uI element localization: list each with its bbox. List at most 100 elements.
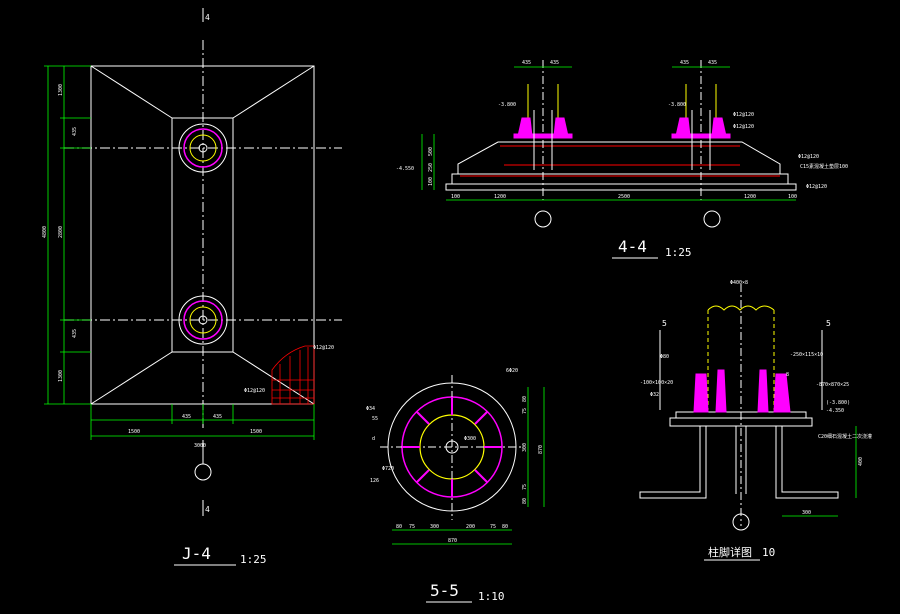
plan-dim-total-width: 3000 bbox=[194, 443, 206, 449]
plan-dim-left-1: 435 bbox=[72, 127, 78, 136]
sec55-label-4: Φ720 bbox=[382, 466, 394, 472]
sec44-bottom-3: 1200 bbox=[744, 194, 756, 200]
sec55-label-1: 55 bbox=[372, 416, 378, 422]
sec55-label-6: 126 bbox=[370, 478, 379, 484]
sec55-label-5: 6Φ20 bbox=[506, 368, 518, 374]
section-mark-bottom: 4 bbox=[205, 505, 210, 514]
plan-dim-bottom-0: 1500 bbox=[128, 429, 140, 435]
sec55-right-3: 75 bbox=[522, 484, 528, 490]
sec55-bottom-total: 870 bbox=[448, 538, 457, 544]
section-mark-left: 5 bbox=[662, 319, 667, 328]
column-break bbox=[707, 305, 775, 311]
sec44-elev-1: -3.800 bbox=[498, 102, 516, 108]
plan-dim-bottom-3: 1500 bbox=[250, 429, 262, 435]
sec44-bottom-2: 2500 bbox=[618, 194, 630, 200]
plan-dim-bottom-2: 435 bbox=[213, 414, 222, 420]
column-axis-bubble bbox=[732, 513, 750, 531]
grout-layer bbox=[669, 417, 813, 427]
column-base-title-block: 柱脚详图 10 bbox=[704, 545, 775, 561]
sec55-right-2: 300 bbox=[522, 443, 528, 452]
sec44-note-a: C15素混凝土垫层100 bbox=[800, 163, 848, 170]
column-base-view bbox=[639, 284, 839, 531]
column-note-right-3: (-3.800) bbox=[826, 400, 850, 406]
sec44-bottom-1: 1200 bbox=[494, 194, 506, 200]
plan-title-block: J-4 1:25 bbox=[174, 544, 267, 566]
sec55-bottom-4: 75 bbox=[490, 524, 496, 530]
column-dim-horizontal: 300 bbox=[802, 510, 811, 516]
sec44-elev-2: -3.800 bbox=[668, 102, 686, 108]
plan-dim-total-height: 4800 bbox=[42, 226, 48, 238]
section-44-stiffeners bbox=[513, 117, 731, 139]
sec44-left-0: 500 bbox=[428, 147, 434, 156]
section-55-dimensions bbox=[392, 387, 545, 545]
plan-dim-text: 4800 1300 435 2800 435 1300 1500 435 435… bbox=[42, 84, 334, 449]
column-note-right-1: -250×115×10 bbox=[790, 352, 823, 358]
sec44-top-left-0: 435 bbox=[522, 60, 531, 66]
plan-dimensions bbox=[44, 65, 315, 440]
section-44-bedding bbox=[445, 183, 797, 191]
plan-dim-bottom-1: 435 bbox=[182, 414, 191, 420]
sec44-left-2: 100 bbox=[428, 177, 434, 186]
column-note-label: 8 bbox=[786, 372, 789, 378]
plan-column-base-top bbox=[178, 123, 228, 173]
column-note-right-4: -4.350 bbox=[826, 408, 844, 414]
section-44-scale: 1:25 bbox=[665, 246, 692, 259]
sec44-bottom-4: 100 bbox=[788, 194, 797, 200]
plan-dim-left-4: 1300 bbox=[58, 370, 64, 382]
sec55-label-0: Φ34 bbox=[366, 406, 375, 412]
sec44-left-1: 250 bbox=[428, 163, 434, 172]
plan-dim-left-2: 2800 bbox=[58, 226, 64, 238]
plan-section-marks: 4 4 bbox=[194, 8, 212, 516]
section-44-view bbox=[445, 60, 797, 200]
sec44-rebar-b: Φ12@120 bbox=[733, 124, 754, 130]
plan-column-base-bottom bbox=[178, 295, 228, 345]
plan-dim-left-0: 1300 bbox=[58, 84, 64, 96]
sec44-bottom-0: 100 bbox=[451, 194, 460, 200]
section-55-title-block: 5-5 1:10 bbox=[426, 581, 505, 603]
sec44-rebar-c: Φ12@120 bbox=[798, 154, 819, 160]
plan-view bbox=[64, 40, 342, 430]
plan-rebar-2: Φ12@120 bbox=[244, 388, 265, 394]
column-base-title: 柱脚详图 bbox=[708, 545, 752, 559]
section-44-title-block: 4-4 1:25 bbox=[612, 237, 692, 259]
sec55-bottom-0: 80 bbox=[396, 524, 402, 530]
sec44-top-right-0: 435 bbox=[680, 60, 689, 66]
sec55-right-0: 80 bbox=[522, 396, 528, 402]
section-mark-right: 5 bbox=[826, 319, 831, 328]
column-base-stiffeners bbox=[693, 369, 791, 413]
column-base-scale: 10 bbox=[762, 546, 775, 559]
section-44-title: 4-4 bbox=[618, 237, 647, 256]
section-55-dim-text: 80 75 300 200 75 80 870 80 75 300 75 80 … bbox=[366, 368, 544, 544]
column-note-left-2: -100×100×20 bbox=[640, 380, 673, 386]
plan-rebar-hatch bbox=[271, 345, 315, 405]
sec55-bottom-5: 80 bbox=[502, 524, 508, 530]
section-55-title: 5-5 bbox=[430, 581, 459, 600]
sec44-note-b: Φ12@120 bbox=[806, 184, 827, 190]
sec55-right-1: 75 bbox=[522, 408, 528, 414]
sec55-bottom-2: 300 bbox=[430, 524, 439, 530]
sec55-right-4: 80 bbox=[522, 498, 528, 504]
column-note-left-3: Φ32 bbox=[650, 392, 659, 398]
column-note-right-2: -870×870×25 bbox=[816, 382, 849, 388]
sec55-label-2: d bbox=[372, 436, 375, 442]
sec55-bottom-3: 200 bbox=[466, 524, 475, 530]
plan-dim-left-3: 435 bbox=[72, 329, 78, 338]
column-note-right-5: C20细石混凝土二次浇灌 bbox=[818, 433, 872, 440]
sec55-label-3: Φ300 bbox=[464, 436, 476, 442]
column-dim-vertical: 400 bbox=[858, 457, 864, 466]
section-55-view bbox=[380, 375, 524, 520]
section-mark-top: 4 bbox=[205, 13, 210, 22]
section-44-dimensions bbox=[421, 66, 796, 201]
section-44-profile bbox=[457, 141, 781, 174]
section-44-dim-text: 435 435 435 435 100 1200 2500 1200 100 5… bbox=[396, 60, 848, 200]
sec44-top-left-1: 435 bbox=[550, 60, 559, 66]
sec55-right-total: 870 bbox=[538, 445, 544, 454]
plan-title: J-4 bbox=[182, 544, 211, 563]
plan-axis-bubble bbox=[194, 463, 212, 481]
section-44-axis-bubbles bbox=[534, 210, 721, 228]
column-note-top: Φ400×8 bbox=[730, 280, 748, 286]
plan-rebar-1: Φ12@120 bbox=[313, 345, 334, 351]
plan-scale: 1:25 bbox=[240, 553, 267, 566]
column-base-dimensions bbox=[782, 426, 857, 517]
